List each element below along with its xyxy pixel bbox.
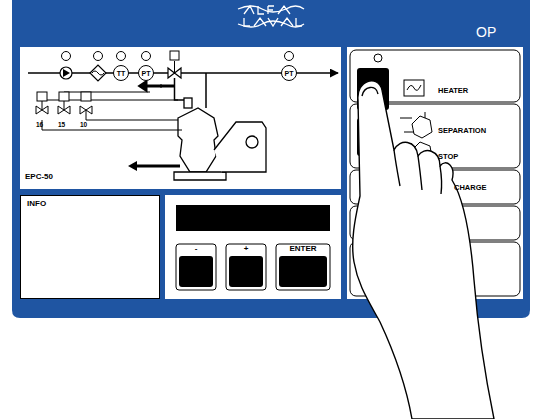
- heater-button: HEATER: [350, 50, 520, 102]
- enter-key: ENTER: [276, 244, 330, 256]
- label-text: PT: [142, 70, 151, 77]
- label-text: ENTER: [289, 244, 316, 256]
- minus-key: -: [176, 244, 216, 256]
- pressure-transmitter: PT: [281, 65, 297, 81]
- label-text: CHARGE: [454, 183, 487, 192]
- valve-number: 10: [80, 121, 87, 128]
- label-text: +: [244, 244, 249, 256]
- label-text: SEPARATION: [438, 126, 486, 135]
- label-text: INFO: [27, 199, 46, 208]
- label-text: PT: [285, 70, 294, 77]
- label-text: HEATER: [438, 86, 468, 95]
- label-text: STOP: [438, 152, 458, 161]
- op-label: OP: [476, 24, 496, 40]
- pressure-transmitter: PT: [138, 65, 154, 81]
- info-panel: INFO: [20, 195, 160, 299]
- valve-number: 15: [58, 121, 65, 128]
- label-text: TT: [117, 70, 126, 77]
- plus-key: +: [226, 244, 266, 256]
- label-text: -: [195, 244, 198, 256]
- discharge-button: CHARGE: [350, 170, 520, 204]
- model-label: EPC-50: [25, 172, 53, 181]
- separation-button: SEPARATION STOP: [350, 104, 520, 168]
- temperature-transmitter: TT: [113, 65, 129, 81]
- valve-number: 16: [36, 121, 43, 128]
